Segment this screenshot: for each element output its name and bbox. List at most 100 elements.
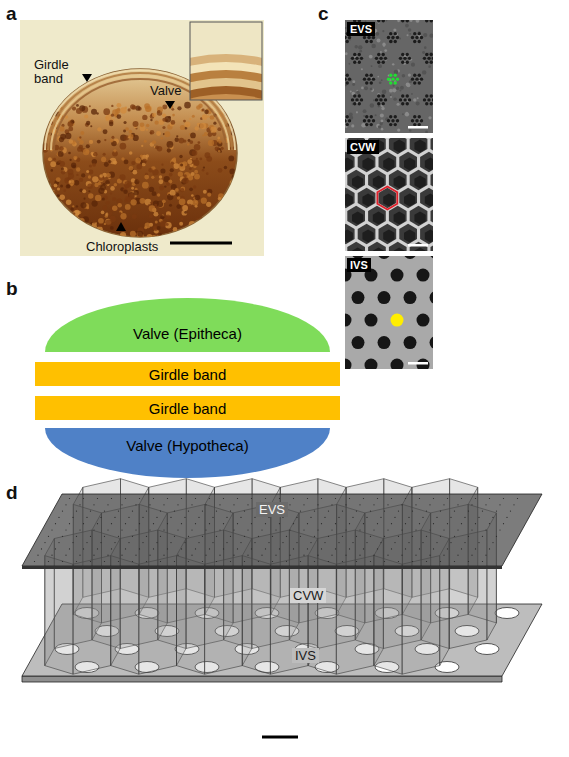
honeycomb-cell-floor bbox=[373, 176, 384, 189]
sem-pore bbox=[363, 36, 366, 39]
honeycomb-cell-floor bbox=[352, 212, 363, 225]
chloroplast-speck bbox=[130, 231, 136, 237]
sem-hole bbox=[430, 256, 434, 259]
shape-fill bbox=[35, 396, 340, 420]
sem-grain bbox=[352, 80, 355, 83]
sem-hole bbox=[404, 291, 417, 304]
plate-hole bbox=[475, 644, 499, 655]
chloroplast-speck bbox=[83, 230, 86, 233]
plate-pore bbox=[391, 498, 392, 499]
chloroplast-speck bbox=[205, 232, 209, 236]
chloroplast-speck bbox=[79, 140, 84, 145]
sem-grain bbox=[406, 82, 410, 86]
chloroplast-speck bbox=[97, 140, 101, 144]
chloroplast-speck bbox=[79, 136, 81, 138]
plate-pore bbox=[97, 548, 98, 549]
plate-pore bbox=[454, 536, 455, 537]
plate-pore bbox=[111, 498, 112, 499]
chloroplast-speck bbox=[191, 172, 195, 176]
honeycomb-cell bbox=[389, 242, 407, 251]
sem-grain bbox=[381, 107, 384, 110]
chloroplast-speck bbox=[162, 126, 165, 129]
plate-pore bbox=[48, 536, 49, 537]
plate-pore bbox=[230, 511, 231, 512]
sem-pore bbox=[370, 123, 373, 126]
plate-pore bbox=[359, 555, 360, 556]
honeycomb-cell-floor bbox=[345, 194, 353, 207]
plate-pore bbox=[310, 542, 311, 543]
plate-pore bbox=[384, 536, 385, 537]
chloroplast-speck bbox=[201, 198, 207, 204]
sem-grain bbox=[402, 74, 405, 77]
chloroplast-speck bbox=[112, 206, 117, 211]
chloroplast-speck bbox=[83, 149, 89, 155]
sem-hole bbox=[378, 291, 391, 304]
plate-pore bbox=[160, 561, 161, 562]
chloroplast-speck bbox=[228, 111, 234, 117]
sem-pore bbox=[418, 81, 421, 84]
chloroplast-speck bbox=[172, 114, 175, 117]
sem-grain bbox=[405, 112, 408, 115]
chloroplast-speck bbox=[129, 130, 133, 134]
sem-pore bbox=[353, 94, 356, 97]
plate-pore bbox=[412, 561, 413, 562]
inset-band bbox=[190, 62, 262, 100]
chloroplast-speck bbox=[66, 184, 70, 188]
sem-grain bbox=[428, 116, 431, 119]
sem-pore bbox=[370, 115, 373, 118]
chloroplast-speck bbox=[72, 223, 78, 229]
plate-pore bbox=[118, 536, 119, 537]
chloroplast-speck bbox=[189, 221, 196, 228]
sem-pore bbox=[358, 94, 361, 97]
sem-ground bbox=[345, 256, 433, 369]
sem-grain bbox=[403, 98, 407, 102]
plate-pore bbox=[174, 536, 175, 537]
plate-pore bbox=[363, 523, 364, 524]
plate-pore bbox=[303, 555, 304, 556]
plate-pore bbox=[328, 511, 329, 512]
image-label: IVS bbox=[347, 258, 371, 272]
chloroplast-speck bbox=[179, 222, 183, 226]
chloroplast-speck bbox=[195, 195, 201, 201]
plate-pore bbox=[485, 555, 486, 556]
plate-pore bbox=[90, 511, 91, 512]
chloroplast-speck bbox=[74, 216, 77, 219]
chloroplast-speck bbox=[110, 226, 114, 230]
plate-pore bbox=[377, 498, 378, 499]
sem-pore bbox=[389, 40, 392, 43]
chloroplast-speck bbox=[202, 169, 205, 172]
plate-pore bbox=[475, 498, 476, 499]
chloroplast-speck bbox=[124, 181, 131, 188]
chloroplast-speck bbox=[199, 219, 205, 225]
chloroplast-speck bbox=[144, 175, 149, 180]
plate-pore bbox=[352, 542, 353, 543]
plate-pore bbox=[328, 561, 329, 562]
sem-grain bbox=[422, 70, 426, 74]
plate-pore bbox=[338, 517, 339, 518]
plate-pore bbox=[188, 536, 189, 537]
chloroplast-speck bbox=[96, 226, 102, 232]
sem-pore bbox=[408, 98, 411, 101]
plate-pore bbox=[272, 561, 273, 562]
sem-pore bbox=[403, 57, 406, 60]
sem-pore bbox=[420, 36, 423, 39]
chloroplast-speck bbox=[71, 162, 76, 167]
plate-pore bbox=[139, 523, 140, 524]
pointer-arrowhead bbox=[82, 74, 92, 82]
plate-pore bbox=[342, 536, 343, 537]
plate-pore bbox=[503, 523, 504, 524]
plate-pore bbox=[478, 542, 479, 543]
chloroplast-speck bbox=[84, 198, 86, 200]
plate-pore bbox=[345, 529, 346, 530]
chloroplast-speck bbox=[135, 158, 141, 164]
plate-pore bbox=[468, 511, 469, 512]
sem-pore bbox=[346, 115, 349, 118]
chloroplast-speck bbox=[111, 105, 113, 107]
chloroplast-speck bbox=[70, 207, 73, 210]
sem-grain bbox=[409, 129, 411, 131]
plate-pore bbox=[314, 561, 315, 562]
sem-hole bbox=[417, 269, 430, 282]
plate-pore bbox=[76, 561, 77, 562]
evs-plate bbox=[22, 494, 542, 566]
plate-pore bbox=[443, 504, 444, 505]
